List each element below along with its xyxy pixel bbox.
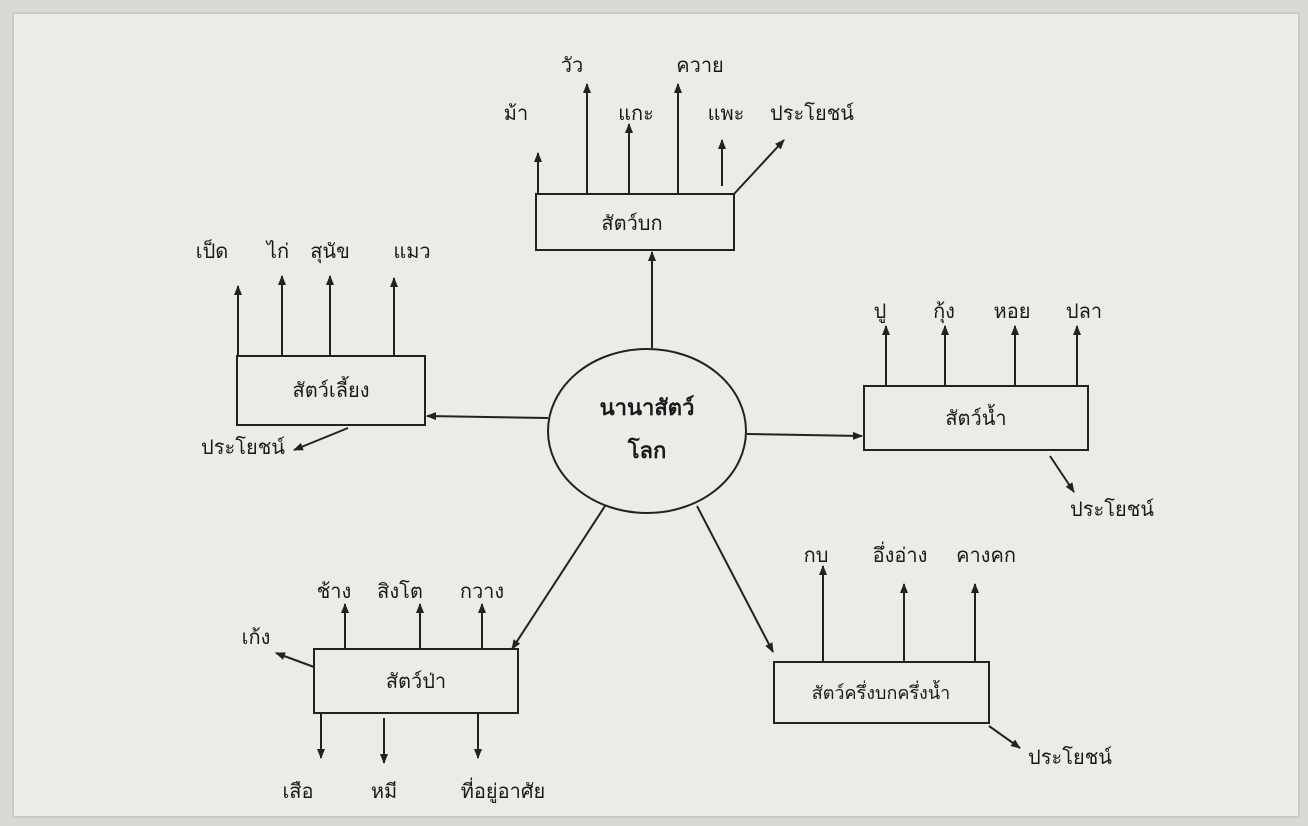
label-pets-chicken: ไก่ bbox=[265, 239, 289, 263]
label-pets-dog: สุนัข bbox=[310, 239, 350, 264]
edge-center-pets bbox=[426, 412, 549, 421]
box-forest-title: สัตว์ป่า bbox=[386, 669, 446, 693]
center-label-line2: โลก bbox=[627, 437, 667, 464]
label-forest-bear: หมี bbox=[371, 779, 397, 803]
edge-center-water bbox=[746, 431, 863, 440]
box-pets-title: สัตว์เลี้ยง bbox=[292, 376, 369, 402]
label-amphibian-benefit: ประโยชน์ bbox=[1028, 745, 1112, 769]
label-amphibian-toad: อึ่งอ่าง bbox=[873, 541, 928, 567]
label-pets-duck: เป็ด bbox=[196, 238, 229, 263]
label-water-benefit: ประโยชน์ bbox=[1070, 497, 1154, 521]
arrow-amphibian-benefit bbox=[988, 725, 1021, 749]
label-land-cow: วัว bbox=[561, 53, 583, 77]
label-pets-cat: แมว bbox=[393, 239, 430, 263]
box-land-animals bbox=[535, 193, 735, 251]
center-node bbox=[547, 348, 747, 514]
label-forest-muntjac: เก้ง bbox=[242, 625, 271, 649]
label-water-crab: ปู bbox=[874, 299, 887, 324]
label-forest-tiger: เสือ bbox=[282, 779, 313, 803]
label-water-shell: หอย bbox=[994, 299, 1031, 323]
label-land-goat: แพะ bbox=[708, 101, 745, 125]
paper-sheet bbox=[14, 14, 1298, 816]
arrow-land-benefit bbox=[733, 139, 785, 195]
label-water-shrimp: กุ้ง bbox=[933, 299, 955, 324]
box-forest-animals bbox=[313, 648, 519, 714]
label-land-sheep: แกะ bbox=[618, 101, 654, 125]
label-forest-lion: สิงโต bbox=[377, 579, 423, 603]
label-amphibian-kangkok: คางคก bbox=[956, 543, 1016, 567]
box-water-animals bbox=[863, 385, 1089, 451]
arrow-water-benefit bbox=[1049, 455, 1075, 493]
edge-center-forest bbox=[511, 505, 606, 650]
label-pets-benefit: ประโยชน์ bbox=[201, 435, 285, 459]
label-land-buffalo: ควาย bbox=[676, 53, 724, 77]
label-land-benefit: ประโยชน์ bbox=[770, 101, 854, 125]
label-forest-habitat: ที่อยู่อาศัย bbox=[461, 777, 546, 804]
label-water-fish: ปลา bbox=[1066, 299, 1102, 323]
box-amphibian-title: สัตว์ครึ่งบกครึ่งน้ำ bbox=[812, 680, 951, 704]
box-land-title: สัตว์บก bbox=[601, 211, 662, 235]
label-amphibian-frog: กบ bbox=[804, 543, 829, 567]
edge-center-amphibian bbox=[696, 505, 774, 653]
arrow-pets-benefit bbox=[293, 427, 349, 451]
box-water-title: สัตว์น้ำ bbox=[945, 404, 1006, 430]
box-amphibians bbox=[773, 661, 990, 724]
label-forest-deer: กวาง bbox=[460, 579, 504, 603]
label-land-horse: ม้า bbox=[504, 101, 528, 125]
center-label-line1: นานาสัตว์ bbox=[600, 395, 695, 421]
label-forest-elephant: ช้าง bbox=[317, 579, 352, 603]
arrow-forest-muntjac bbox=[275, 652, 315, 668]
